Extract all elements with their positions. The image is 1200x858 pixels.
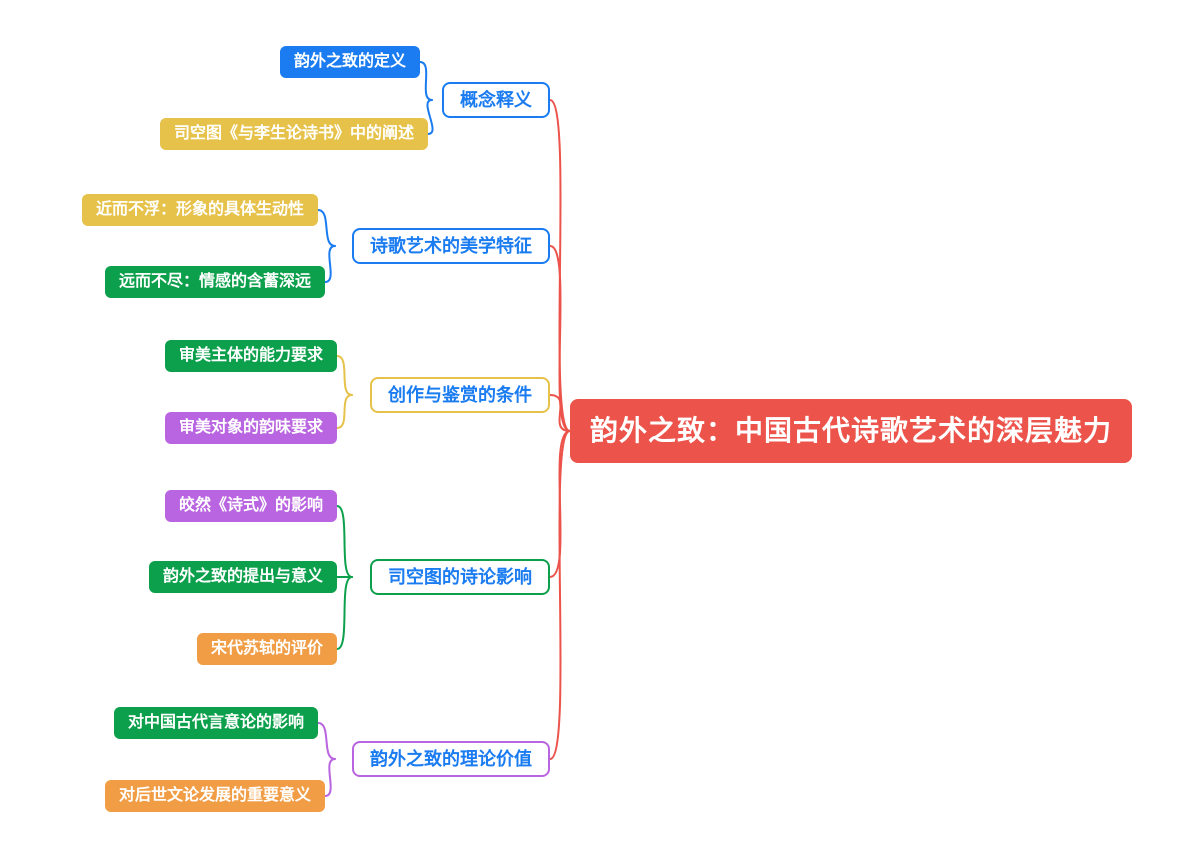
connector-root-branch-1 <box>549 99 571 432</box>
child-node-subject-ability[interactable]: 审美主体的能力要求 <box>164 340 337 372</box>
branch-node-concept-definition[interactable]: 概念释义 <box>442 82 550 118</box>
branch-node-sikongtu-influence[interactable]: 司空图的诗论影响 <box>370 559 550 595</box>
branch-node-theoretical-value[interactable]: 韵外之致的理论价值 <box>352 741 550 777</box>
child-node-later-literary-theory[interactable]: 对后世文论发展的重要意义 <box>104 780 325 812</box>
connector-root-branch-4 <box>549 430 571 578</box>
connector-branch4-child3 <box>336 576 353 650</box>
branch-node-aesthetic-features[interactable]: 诗歌艺术的美学特征 <box>352 228 550 264</box>
branch-node-creation-appreciation[interactable]: 创作与鉴赏的条件 <box>370 377 550 413</box>
connector-root-branch-2 <box>549 245 571 432</box>
connector-root-branch-5 <box>549 430 571 760</box>
connector-branch5-child2 <box>324 758 336 797</box>
child-node-far-not-exhausted[interactable]: 远而不尽：情感的含蓄深远 <box>104 266 325 298</box>
child-node-yanyi-theory-influence[interactable]: 对中国古代言意论的影响 <box>113 707 318 739</box>
child-node-sushi-evaluation[interactable]: 宋代苏轼的评价 <box>196 633 337 665</box>
connector-branch1-child2 <box>426 99 434 135</box>
child-node-object-charm[interactable]: 审美对象的韵味要求 <box>164 412 337 444</box>
connector-branch3-child2 <box>336 394 353 429</box>
mindmap-root-node[interactable]: 韵外之致：中国古代诗歌艺术的深层魅力 <box>570 399 1133 463</box>
child-node-proposal-significance[interactable]: 韵外之致的提出与意义 <box>148 561 337 593</box>
connector-branch1-child1 <box>419 61 433 101</box>
child-node-definition[interactable]: 韵外之致的定义 <box>279 46 420 78</box>
child-node-near-not-floating[interactable]: 近而不浮：形象的具体生动性 <box>81 194 318 226</box>
connector-branch5-child1 <box>317 722 336 760</box>
connector-branch3-child1 <box>336 355 353 396</box>
child-node-jiaoran-shishi[interactable]: 皎然《诗式》的影响 <box>164 490 337 522</box>
connector-branch2-child1 <box>317 209 336 247</box>
connector-root-branch-3 <box>549 394 571 432</box>
child-node-sikongtu-letter[interactable]: 司空图《与李生论诗书》中的阐述 <box>159 118 428 150</box>
connector-branch4-child1 <box>336 505 353 578</box>
connector-branch2-child2 <box>324 245 336 283</box>
